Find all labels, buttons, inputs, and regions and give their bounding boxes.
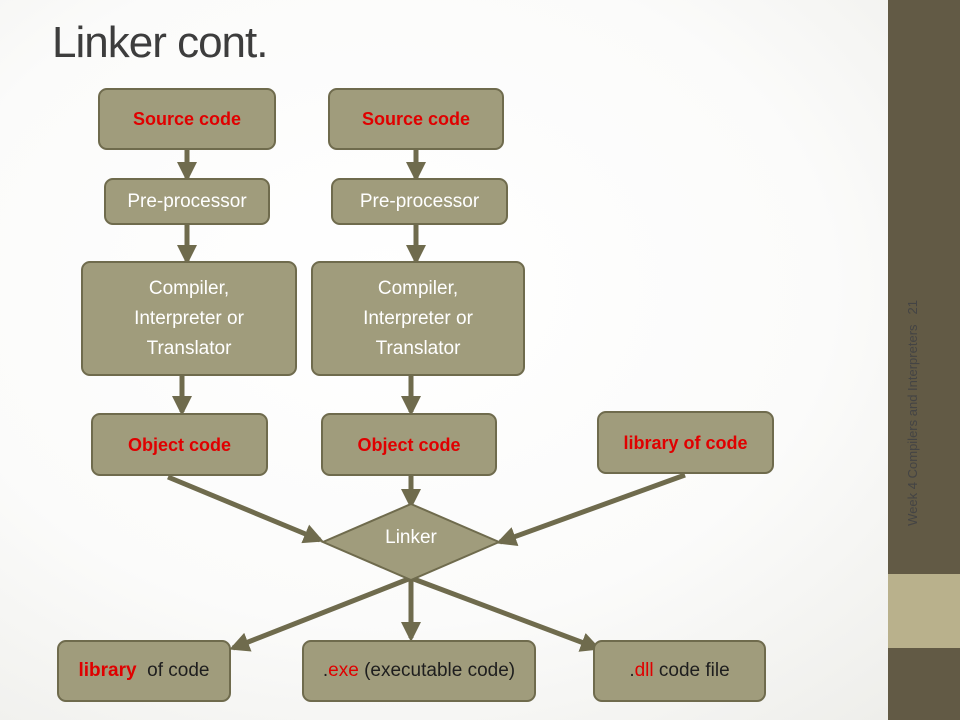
output-dll-rest: code file <box>653 660 730 681</box>
compiler-left-line-2: Interpreter or <box>134 307 244 329</box>
preprocessor-left: Pre-processor <box>104 178 270 225</box>
output-dll: .dll code file <box>593 640 766 702</box>
arrow-linker-to-library-out <box>229 575 412 652</box>
arrow-object-left-to-linker <box>167 474 324 544</box>
output-exe-highlight: exe <box>328 660 359 681</box>
compiler-right-line-1: Compiler, <box>377 277 459 299</box>
object-code-right: Object code <box>321 413 497 476</box>
sidebar-band <box>888 574 960 648</box>
arrow-library-to-linker <box>496 472 686 546</box>
library-of-code-input: library of code <box>597 411 774 474</box>
slide-footer: Week 4 Compilers and Interpreters 21 <box>905 300 920 526</box>
output-library-rest: of code <box>136 660 210 681</box>
compiler-right-line-2: Interpreter or <box>363 307 473 329</box>
footer-title: Week 4 Compilers and Interpreters <box>905 324 920 526</box>
output-exe-rest: (executable code) <box>358 660 516 681</box>
page-number: 21 <box>905 300 920 315</box>
linker-diamond <box>320 502 502 582</box>
source-code-left: Source code <box>98 88 276 150</box>
output-dll-highlight: dll <box>634 660 654 681</box>
compiler-right-line-3: Translator <box>375 337 461 359</box>
source-code-right: Source code <box>328 88 504 150</box>
output-exe: .exe (executable code) <box>302 640 536 702</box>
compiler-left-line-3: Translator <box>146 337 232 359</box>
linker-label: Linker <box>385 527 437 548</box>
output-exe-prefix: . <box>322 660 329 681</box>
output-dll-prefix: . <box>629 660 635 681</box>
sidebar <box>888 0 960 720</box>
slide-title: Linker cont. <box>52 18 268 67</box>
object-code-left: Object code <box>91 413 268 476</box>
compiler-right: Compiler, Interpreter or Translator <box>311 261 525 376</box>
compiler-left-line-1: Compiler, <box>148 277 230 299</box>
output-library-of-code: library of code <box>57 640 231 702</box>
arrow-linker-to-dll <box>410 575 601 652</box>
preprocessor-right: Pre-processor <box>331 178 508 225</box>
output-library-highlight: library <box>78 660 137 681</box>
compiler-left: Compiler, Interpreter or Translator <box>81 261 297 376</box>
